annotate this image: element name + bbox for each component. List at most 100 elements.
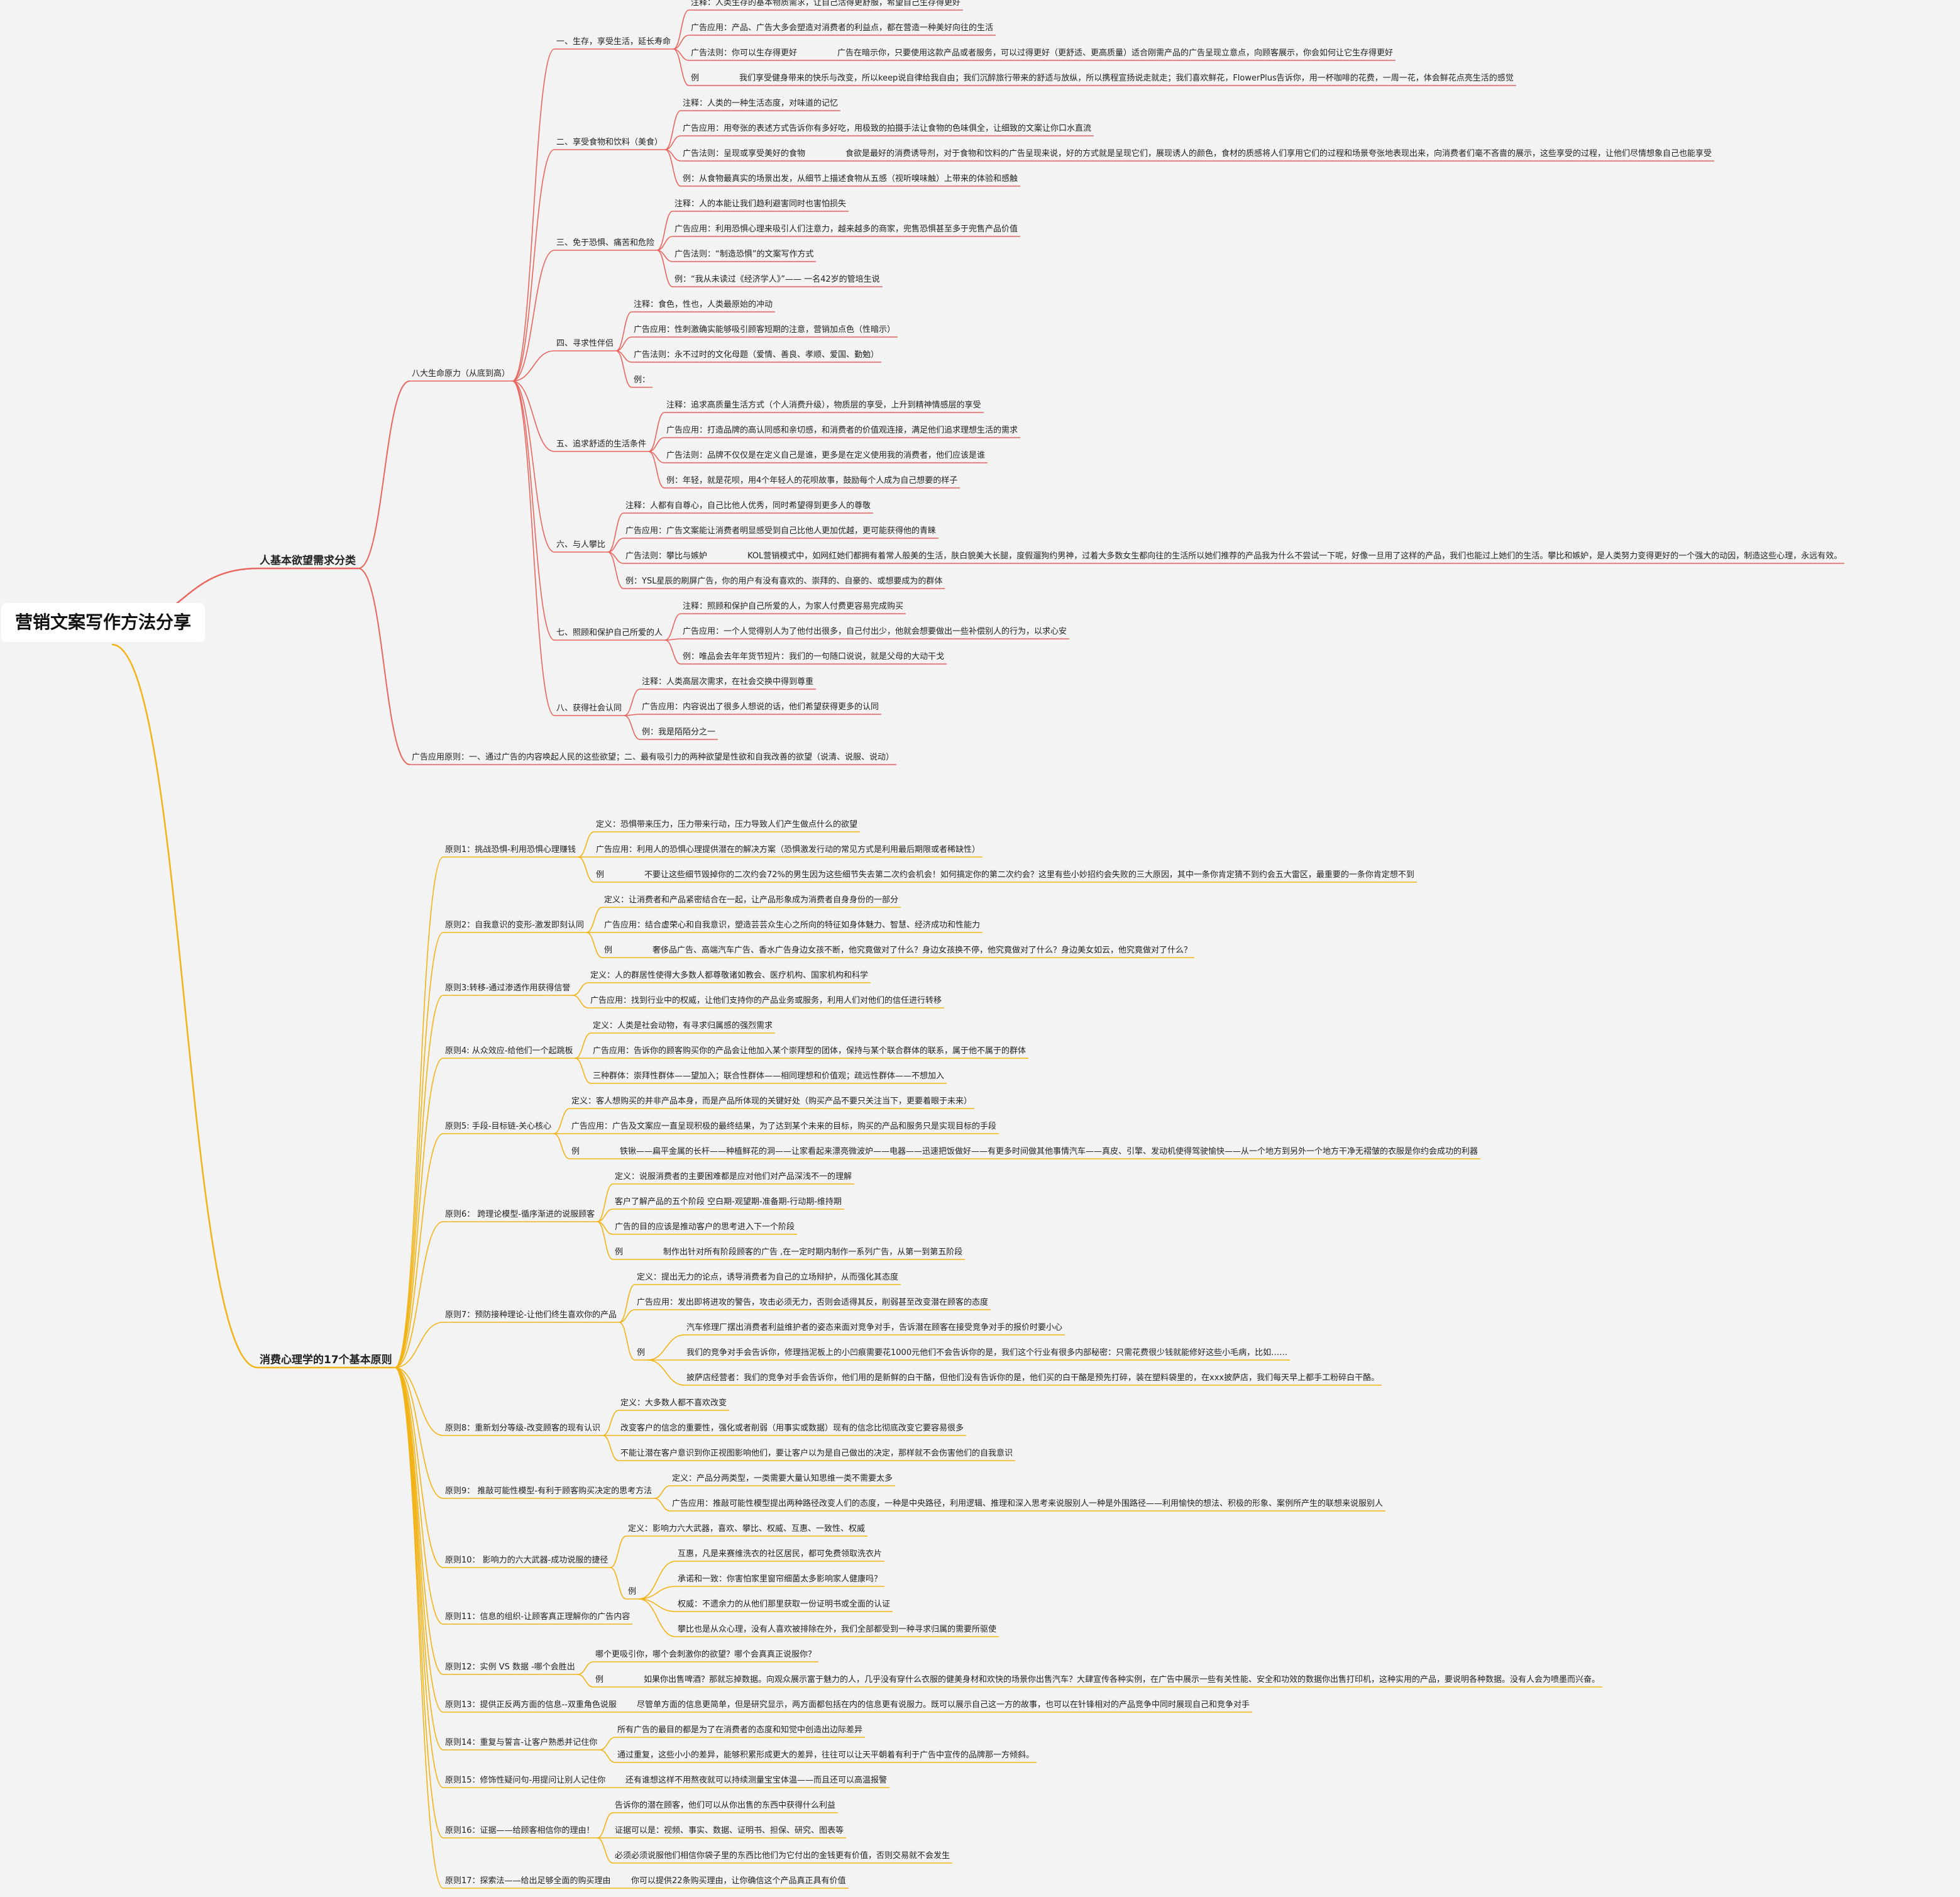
- principle-leaf[interactable]: 广告应用：找到行业中的权威，让他们支持你的产品业务或服务，利用人们对他们的信任进…: [590, 996, 942, 1005]
- principle-label[interactable]: 原则10： 影响力的六大武器-成功说服的捷径: [445, 1556, 608, 1565]
- principle-leaf[interactable]: 定义：产品分两类型，一类需要大量认知思维一类不需要太多: [672, 1474, 893, 1483]
- need-group-leaf[interactable]: 例: [691, 74, 700, 83]
- principle-example-item[interactable]: 汽车修理厂摆出消费者利益维护者的姿态来面对竞争对手，告诉潜在顾客在接受竞争对手的…: [686, 1323, 1063, 1332]
- principle-leaf[interactable]: 广告应用：结合虚荣心和自我意识，塑造芸芸众生心之所向的特征如身体魅力、智慧、经济…: [604, 921, 981, 930]
- principle-label[interactable]: 原则15：修饰性疑问句-用提问让别人记住你: [445, 1776, 606, 1785]
- principle-leaf[interactable]: 定义：提出无力的论点，诱导消费者为自己的立场辩护，从而强化其态度: [637, 1273, 899, 1282]
- need-group-label[interactable]: 六、与人攀比: [556, 540, 606, 550]
- need-group-leaf[interactable]: 广告应用：性刺激确实能够吸引顾客短期的注意，营销加点色（性暗示）: [634, 325, 896, 335]
- principle-leaf[interactable]: 还有谁想这样不用熬夜就可以持续测量宝宝体温——而且还可以高温报警: [625, 1776, 888, 1785]
- principle-leaf[interactable]: 必须必须说服他们相信你袋子里的东西比他们为它付出的金钱更有价值，否则交易就不会发…: [615, 1851, 950, 1861]
- need-group-leaf[interactable]: 例：我是陌陌分之一: [642, 727, 716, 737]
- principle-example-item[interactable]: 承诺和一致：你害怕家里窗帘细菌太多影响家人健康吗？: [678, 1574, 883, 1584]
- principle-leaf[interactable]: 尽管单方面的信息更简单，但是研究显示，两方面都包括在内的信息更有说服力。既可以展…: [637, 1700, 1250, 1710]
- need-group-leaf[interactable]: 注释：人类生存的基本物质需求，让自己活得更舒服，希望自己生存得更好: [691, 0, 961, 8]
- principle-example-item[interactable]: 我们的竞争对手会告诉你，修理挡泥板上的小凹痕需要花1000元他们不会告诉你的是，…: [686, 1348, 1288, 1358]
- principle-leaf-detail[interactable]: 铁锹——扁平金属的长杆——种植鲜花的洞——让家看起来漂亮微波炉——电器——迅速把…: [620, 1147, 1478, 1156]
- principle-leaf[interactable]: 定义：让消费者和产品紧密结合在一起，让产品形象成为消费者自身身份的一部分: [604, 895, 899, 905]
- need-group-leaf[interactable]: 例：从食物最真实的场景出发，从细节上描述食物从五感（视听嗅味触）上带来的体验和感…: [683, 174, 1018, 184]
- principle-leaf[interactable]: 定义：说服消费者的主要困难都是应对他们对产品深浅不一的理解: [615, 1172, 852, 1181]
- principle-leaf-detail[interactable]: 制作出针对所有阶段顾客的广告 ,在一定时期内制作一系列广告，从第一到第五阶段: [663, 1247, 963, 1257]
- principle-label[interactable]: 原则14：重复与誓言-让客户熟悉并记住你: [445, 1738, 598, 1747]
- principle-example[interactable]: 例: [637, 1348, 646, 1358]
- need-group-label[interactable]: 一、生存，享受生活，延长寿命: [556, 37, 671, 47]
- principle-leaf[interactable]: 通过重复，这些小小的差异，能够积累形成更大的差异，往往可以让天平朝着有利于广告中…: [617, 1750, 1035, 1760]
- principle-leaf[interactable]: 哪个更吸引你，哪个会刺激你的欲望？哪个会真真正说服你？: [595, 1650, 817, 1659]
- principle-example-item[interactable]: 互惠，凡是来赛维洗衣的社区居民，都可免费领取洗衣片: [678, 1549, 883, 1559]
- principle-label[interactable]: 原则12：实例 VS 数据 -哪个会胜出: [445, 1662, 575, 1672]
- need-group-leaf-detail[interactable]: 广告在暗示你，只要使用这款产品或者服务，可以过得更好（更舒适、更高质量）适合刚需…: [837, 48, 1394, 58]
- branch-a-footer[interactable]: 广告应用原则：一、通过广告的内容唤起人民的这些欲望；二、最有吸引力的两种欲望是性…: [412, 753, 895, 762]
- principle-leaf[interactable]: 定义：客人想购买的并非产品本身，而是产品所体现的关键好处（购买产品不要只关注当下…: [571, 1097, 972, 1106]
- principle-label[interactable]: 原则7：预防接种理论-让他们终生喜欢你的产品: [445, 1310, 617, 1320]
- need-group-leaf[interactable]: 广告法则：永不过时的文化母题（爱情、善良、孝顺、爱国、勤勉）: [634, 350, 879, 360]
- principle-leaf[interactable]: 你可以提供22条购买理由，让你确信这个产品真正具有价值: [631, 1876, 846, 1886]
- principle-leaf[interactable]: 证据可以是：视频、事实、数据、证明书、担保、研究、图表等: [615, 1826, 844, 1835]
- principle-leaf[interactable]: 定义：人类是社会动物，有寻求归属感的强烈需求: [593, 1021, 773, 1031]
- need-group-leaf[interactable]: 例：: [634, 375, 651, 385]
- branch-b-heading[interactable]: 消费心理学的17个基本原则: [260, 1354, 392, 1366]
- principle-label[interactable]: 原则11：信息的组织-让顾客真正理解你的广告内容: [445, 1612, 630, 1622]
- principle-leaf[interactable]: 定义：影响力六大武器，喜欢、攀比、权威、互惠、一致性、权威: [628, 1524, 866, 1534]
- principle-leaf[interactable]: 定义：人的群居性使得大多数人都尊敬诸如教会、医疗机构、国家机构和科学: [590, 971, 869, 980]
- need-group-leaf-detail[interactable]: KOL营销模式中，如网红她们都拥有着常人般美的生活，肤白貌美大长腿，度假遛狗约男…: [747, 551, 1842, 561]
- principle-leaf[interactable]: 所有广告的最目的都是为了在消费者的态度和知觉中创造出边际差异: [617, 1725, 863, 1735]
- principle-leaf[interactable]: 定义：恐惧带来压力，压力带来行动，压力导致人们产生做点什么的欲望: [596, 820, 858, 829]
- principle-label[interactable]: 原则4: 从众效应-给他们一个起跳板: [445, 1046, 573, 1056]
- principle-leaf-detail[interactable]: 奢侈品广告、高端汽车广告、香水广告身边女孩不断，他究竟做对了什么？身边女孩换不停…: [652, 946, 1192, 955]
- need-group-leaf[interactable]: 注释：人类的一种生活态度，对味道的记忆: [683, 99, 839, 108]
- principle-leaf[interactable]: 例: [615, 1247, 624, 1257]
- need-group-leaf[interactable]: 广告应用：产品、广告大多会塑造对消费者的利益点，都在营造一种美好向往的生活: [691, 23, 994, 33]
- principle-label[interactable]: 原则1：挑战恐惧-利用恐惧心理赚钱: [445, 845, 576, 854]
- principle-leaf[interactable]: 广告应用：推敲可能性模型提出两种路径改变人们的态度，一种是中央路径，利用逻辑、推…: [672, 1499, 1384, 1508]
- need-group-label[interactable]: 三、免于恐惧、痛苦和危险: [556, 238, 655, 248]
- principle-leaf[interactable]: 不能让潜在客户意识到你正视图影响他们，要让客户以为是自己做出的决定，那样就不会伤…: [620, 1449, 1013, 1458]
- principle-leaf[interactable]: 例: [604, 946, 613, 955]
- need-group-label[interactable]: 四、寻求性伴侣: [556, 339, 614, 348]
- need-group-leaf[interactable]: 注释：人都有自尊心，自己比他人优秀，同时希望得到更多人的尊敬: [625, 501, 871, 511]
- principle-leaf[interactable]: 广告应用：告诉你的顾客购买你的产品会让他加入某个崇拜型的团体，保持与某个联合群体…: [593, 1046, 1027, 1056]
- principle-leaf[interactable]: 客户了解产品的五个阶段 空白期-观望期-准备期-行动期-维持期: [615, 1197, 842, 1207]
- principle-leaf[interactable]: 例: [595, 1675, 604, 1684]
- principle-example-item[interactable]: 权威：不遗余力的从他们那里获取一份证明书或全面的认证: [678, 1600, 891, 1609]
- branch-a-heading[interactable]: 人基本欲望需求分类: [260, 555, 356, 567]
- need-group-leaf[interactable]: 例：YSL星辰的刷屏广告，你的用户有没有喜欢的、崇拜的、自豪的、或想要成为的群体: [625, 577, 943, 586]
- need-group-label[interactable]: 八、获得社会认同: [556, 704, 622, 713]
- need-group-label[interactable]: 七、照顾和保护自己所爱的人: [556, 628, 663, 638]
- principle-leaf[interactable]: 广告应用：广告及文案应一直呈现积极的最终结果，为了达到某个未来的目标，购买的产品…: [571, 1122, 997, 1131]
- need-group-leaf[interactable]: 广告法则：“制造恐惧”的文案写作方式: [674, 250, 814, 259]
- need-group-leaf-detail[interactable]: 我们享受健身带来的快乐与改变，所以keep说自律给我自由；我们沉醉旅行带来的舒适…: [739, 74, 1514, 83]
- principle-label[interactable]: 原则17：探索法——给出足够全面的购买理由: [445, 1876, 611, 1886]
- need-group-leaf[interactable]: 广告法则：呈现或享受美好的食物: [683, 149, 806, 158]
- principle-leaf[interactable]: 广告的目的应该是推动客户的思考进入下一个阶段: [615, 1222, 795, 1232]
- principle-label[interactable]: 原则5: 手段-目标链-关心核心: [445, 1122, 552, 1131]
- need-group-leaf[interactable]: 广告应用：打造品牌的高认同感和亲切感，和消费者的价值观连接，满足他们追求理想生活…: [666, 426, 1018, 435]
- need-group-leaf[interactable]: 注释：食色，性也，人类最原始的冲动: [634, 300, 773, 309]
- principle-leaf[interactable]: 定义：大多数人都不喜欢改变: [620, 1398, 727, 1408]
- principle-label[interactable]: 原则9： 推敲可能性模型-有利于顾客购买决定的思考方法: [445, 1486, 652, 1496]
- need-group-leaf[interactable]: 广告应用：内容说出了很多人想说的话，他们希望获得更多的认同: [642, 702, 879, 712]
- need-group-leaf[interactable]: 广告应用：广告文案能让消费者明显感受到自己比他人更加优越，更可能获得他的青睐: [625, 526, 937, 536]
- need-group-label[interactable]: 五、追求舒适的生活条件: [556, 440, 647, 449]
- principle-leaf[interactable]: 例: [571, 1147, 580, 1156]
- principle-leaf[interactable]: 广告应用：利用人的恐惧心理提供潜在的解决方案（恐惧激发行动的常见方式是利用最后期…: [596, 845, 981, 854]
- principle-example-item[interactable]: 攀比也是从众心理，没有人喜欢被排除在外，我们全部都受到一种寻求归属的需要所驱使: [678, 1625, 997, 1634]
- branch-a-subtopic[interactable]: 八大生命原力（从底到高）: [412, 369, 510, 379]
- need-group-leaf[interactable]: 注释：人的本能让我们趋利避害同时也害怕损失: [674, 199, 847, 209]
- principle-example[interactable]: 例: [628, 1587, 637, 1596]
- principle-label[interactable]: 原则3:转移-通过渗透作用获得信誉: [445, 983, 571, 993]
- need-group-leaf[interactable]: 例：年轻，就是花呗，用4个年轻人的花呗故事，鼓励每个人成为自己想要的样子: [666, 476, 958, 485]
- need-group-leaf[interactable]: 注释：追求高质量生活方式（个人消费升级），物质层的享受，上升到精神情感层的享受: [666, 401, 981, 410]
- need-group-leaf[interactable]: 广告应用：用夸张的表述方式告诉你有多好吃，用极致的拍摄手法让食物的色味俱全，让细…: [683, 124, 1092, 133]
- need-group-leaf-detail[interactable]: 食欲是最好的消费诱导剂，对于食物和饮料的广告呈现来说，好的方式就是呈现它们，展现…: [845, 149, 1712, 158]
- need-group-leaf[interactable]: 例：“我从未读过《经济学人》”—— 一名42岁的管培生说: [674, 275, 880, 284]
- need-group-leaf[interactable]: 广告应用：利用恐惧心理来吸引人们注意力，越来越多的商家，兜售恐惧甚至多于兜售产品…: [674, 224, 1018, 234]
- principle-leaf[interactable]: 改变客户的信念的重要性，强化或者削弱（用事实或数据）现有的信念比彻底改变它要容易…: [620, 1424, 964, 1433]
- need-group-leaf[interactable]: 广告法则：品牌不仅仅是在定义自己是谁，更多是在定义使用我的消费者，他们应该是谁: [666, 451, 986, 460]
- principle-leaf[interactable]: 三种群体：崇拜性群体——望加入；联合性群体——相同理想和价值观；疏远性群体——不…: [593, 1071, 945, 1081]
- principle-leaf[interactable]: 告诉你的潜在顾客，他们可以从你出售的东西中获得什么利益: [615, 1801, 836, 1810]
- need-group-label[interactable]: 二、享受食物和饮料（美食）: [556, 138, 663, 147]
- principle-leaf[interactable]: 广告应用：发出即将进攻的警告，攻击必须无力，否则会适得其反，削弱甚至改变潜在顾客…: [637, 1298, 989, 1307]
- principle-label[interactable]: 原则16：证据——给顾客相信你的理由！: [445, 1826, 595, 1835]
- need-group-leaf[interactable]: 广告法则：你可以生存得更好: [691, 48, 798, 58]
